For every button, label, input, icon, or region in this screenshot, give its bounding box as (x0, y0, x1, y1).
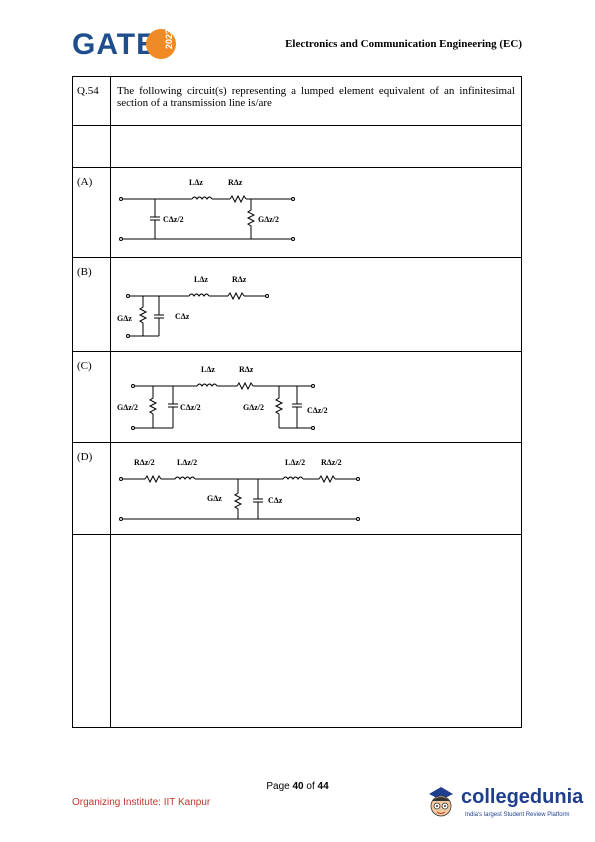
organizing-institute: Organizing Institute: IIT Kanpur (72, 797, 211, 808)
option-a-inductor-label: LΔz (189, 178, 203, 187)
option-c-conductance-1-label: GΔz/2 (117, 403, 138, 412)
option-b-resistor-label: RΔz (232, 275, 247, 284)
option-d-inductor-1-label: LΔz/2 (177, 458, 197, 467)
question-row: Q.54 The following circuit(s) representi… (73, 77, 521, 126)
question-table: Q.54 The following circuit(s) representi… (72, 76, 522, 728)
option-c-capacitor-2-label: CΔz/2 (307, 406, 328, 415)
gate-logo-year: 2023 (164, 28, 174, 50)
option-c-conductance-2-label: GΔz/2 (243, 403, 264, 412)
option-d-capacitor-label: CΔz (268, 496, 283, 505)
gate-logo-text: GATE (72, 28, 158, 61)
option-b-conductance-label: GΔz (117, 314, 132, 323)
option-c-row: (C) LΔz RΔz GΔz/2 CΔz/2 GΔz/2 CΔz/2 (73, 352, 521, 443)
option-a-label: (A) (77, 176, 93, 188)
collegedunia-logo: collegedunia India's largest Student Rev… (425, 780, 585, 826)
option-b-circuit: LΔz RΔz GΔz CΔz (117, 275, 269, 338)
option-a-capacitor-label: CΔz/2 (163, 215, 184, 224)
option-a-resistor-label: RΔz (228, 178, 243, 187)
option-c-inductor-label: LΔz (201, 365, 215, 374)
mascot-face-icon (429, 787, 453, 817)
option-b-row: (B) LΔz RΔz GΔz CΔz (73, 258, 521, 352)
option-c-capacitor-1-label: CΔz/2 (180, 403, 201, 412)
option-d-label: (D) (77, 451, 93, 463)
gate-logo: GATE 2023 (72, 28, 182, 72)
option-a-conductance-label: GΔz/2 (258, 215, 279, 224)
page-number: Page 40 of 44 (266, 781, 329, 792)
question-text: The following circuit(s) representing a … (117, 85, 515, 109)
option-b-capacitor-label: CΔz (175, 312, 190, 321)
option-c-label: (C) (77, 360, 92, 372)
option-b-inductor-label: LΔz (194, 275, 208, 284)
option-a-circuit: LΔz RΔz CΔz/2 GΔz/2 (119, 178, 295, 241)
option-d-resistor-2-label: RΔz/2 (321, 458, 342, 467)
option-d-circuit: RΔz/2 LΔz/2 LΔz/2 RΔz/2 GΔz CΔz (119, 458, 360, 521)
paper-title: Electronics and Communication Engineerin… (285, 38, 522, 50)
option-d-resistor-1-label: RΔz/2 (134, 458, 155, 467)
collegedunia-tagline: India's largest Student Review Platform (465, 812, 570, 818)
collegedunia-brand-name: collegedunia (461, 786, 584, 808)
option-c-circuit: LΔz RΔz GΔz/2 CΔz/2 GΔz/2 CΔz/2 (117, 365, 328, 430)
answer-space-row (73, 535, 521, 727)
option-d-row: (D) RΔz/2 LΔz/2 LΔz/2 RΔz/2 GΔz CΔz (73, 443, 521, 535)
option-a-row: (A) LΔz RΔz CΔz/2 GΔz/2 (73, 168, 521, 258)
option-b-label: (B) (77, 266, 92, 278)
blank-row (73, 126, 521, 168)
gate-logo-badge (146, 29, 176, 59)
option-d-inductor-2-label: LΔz/2 (285, 458, 305, 467)
question-number: Q.54 (77, 85, 99, 97)
option-c-resistor-label: RΔz (239, 365, 254, 374)
option-d-conductance-label: GΔz (207, 494, 222, 503)
